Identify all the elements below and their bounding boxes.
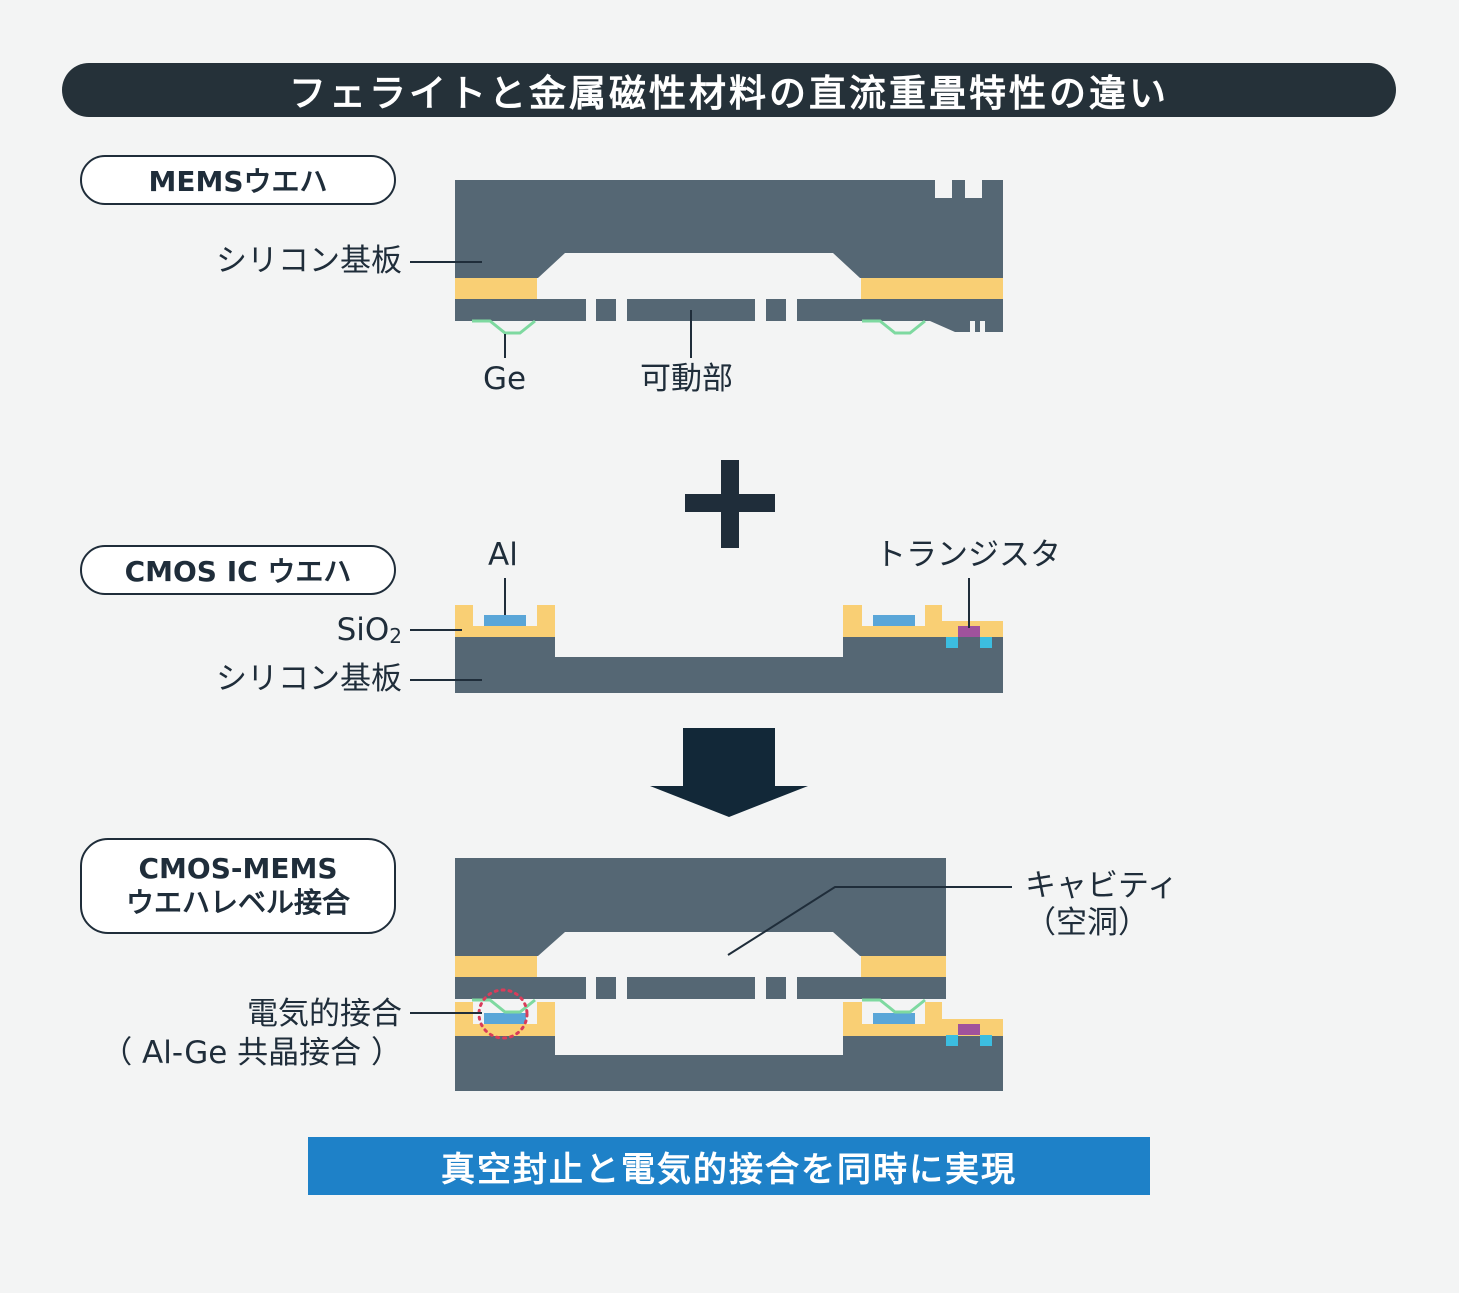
cmos-al-left [484,615,526,626]
transistor-label: トランジスタ [875,537,1061,573]
page-title: フェライトと金属磁性材料の直流重畳特性の違い [62,63,1396,117]
cmos-transistor-drain [980,637,992,648]
electrical-bond-line2: （ Al-Ge 共晶接合 ） [101,1034,402,1071]
bonding-highlight-circle [477,988,529,1040]
sio2-label: SiO2 [336,612,402,649]
bonded-movable-part [455,977,946,999]
cavity-label: キャビティ （空洞） [1025,868,1178,942]
bonded-cmos-oxide-left [455,1002,555,1036]
bonded-cmos-silicon [455,1036,1003,1091]
electrical-bond-label: 電気的接合 （ Al-Ge 共晶接合 ） [101,995,402,1073]
bonded-transistor-gate [958,1024,980,1035]
ge-label: Ge [483,361,527,397]
cmos-mems-bonding-label: CMOS-MEMS ウエハレベル接合 [80,838,396,934]
cavity-label-line1: キャビティ [1025,868,1179,904]
mems-ge-right [862,319,926,335]
bonded-ge-right [862,998,926,1014]
mems-ge-left [472,319,536,335]
sio2-text: SiO [336,612,390,648]
cavity-leader [727,886,1012,956]
down-arrow-icon [650,728,808,817]
plus-icon [685,460,775,548]
cmos-mems-label-line2: ウエハレベル接合 [125,886,350,919]
bonded-mems-silicon [455,858,946,956]
bonded-transistor-drain [980,1035,992,1046]
al-label: Al [488,537,518,573]
mems-silicon-label: シリコン基板 [216,243,402,279]
cmos-mems-label-line1: CMOS-MEMS [138,852,338,886]
cmos-silicon-substrate [455,637,1003,693]
bonded-al-right [873,1013,915,1024]
bonded-al-left [484,1013,526,1024]
electrical-bond-line1: 電気的接合 [247,996,402,1032]
mems-oxide-left [455,278,537,299]
movable-part-label: 可動部 [640,361,733,397]
mems-wafer-label: MEMSウエハ [80,155,396,205]
cmos-transistor-source [946,637,958,648]
mems-oxide-right [861,278,1003,299]
cmos-silicon-label: シリコン基板 [216,661,402,697]
cmos-wafer-diagram [410,578,1003,693]
cmos-transistor-gate [958,626,980,637]
bonded-oxide-right [861,956,946,977]
cmos-al-right [873,615,915,626]
cmos-oxide-left [455,605,555,637]
mems-wafer-diagram [410,180,1003,358]
bonded-wafer-diagram [410,858,1012,1091]
mems-silicon-substrate [455,180,1003,278]
conclusion-banner: 真空封止と電気的接合を同時に実現 [308,1137,1150,1195]
bonded-transistor-source [946,1035,958,1046]
mems-movable-part [455,299,1003,332]
sio2-subscript: 2 [389,624,402,648]
cavity-label-line2: （空洞） [1025,905,1149,942]
bonded-oxide-left [455,956,537,977]
cmos-wafer-label: CMOS IC ウエハ [80,545,396,595]
